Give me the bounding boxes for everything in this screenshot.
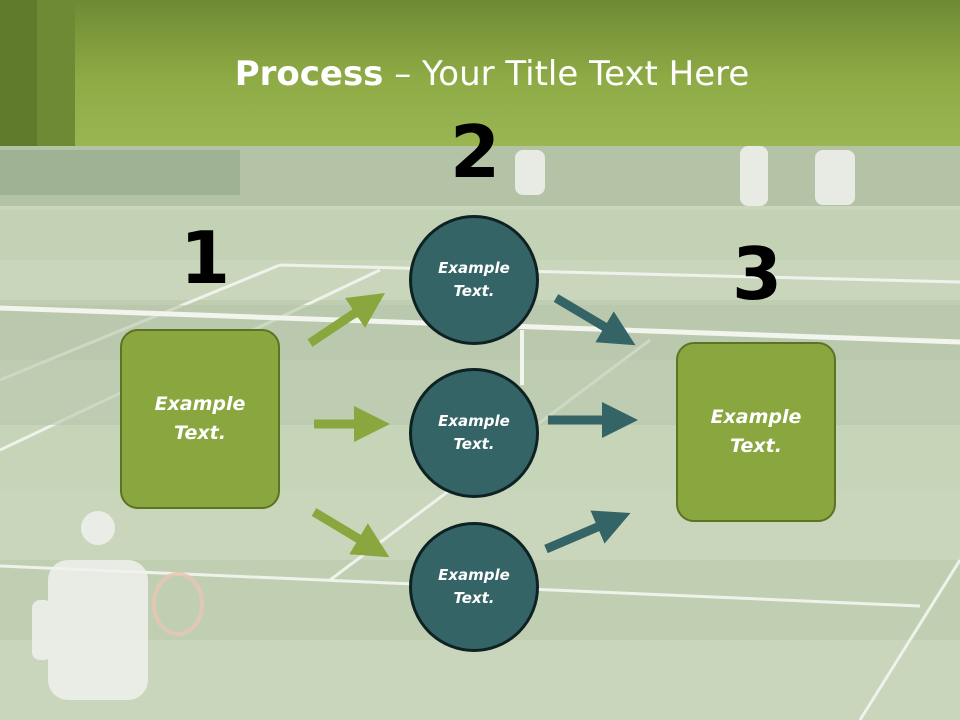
title-bar	[0, 0, 960, 146]
step-box-label: Example Text.	[710, 406, 802, 457]
header-accent-strip	[37, 0, 75, 146]
right-arrow-icon	[544, 510, 631, 554]
step-number-3: 3	[732, 232, 783, 316]
right-arrow-icon	[553, 294, 636, 346]
step-box-label: Example Text.	[154, 393, 246, 444]
right-arrow-icon	[307, 293, 385, 347]
step-box-1: Example Text.	[120, 329, 280, 509]
process-circle-top: Example Text.	[409, 215, 539, 345]
circle-label: Example Text.	[438, 566, 510, 607]
step-number-1: 1	[180, 216, 231, 300]
right-arrow-icon	[311, 508, 390, 558]
circle-label: Example Text.	[438, 412, 510, 453]
page-title: Process – Your Title Text Here	[234, 54, 750, 94]
process-circle-bottom: Example Text.	[409, 522, 539, 652]
step-number-2: 2	[450, 110, 501, 194]
process-circle-middle: Example Text.	[409, 368, 539, 498]
header-accent-strip	[0, 0, 37, 146]
circle-label: Example Text.	[438, 259, 510, 300]
step-box-3: Example Text.	[676, 342, 836, 522]
